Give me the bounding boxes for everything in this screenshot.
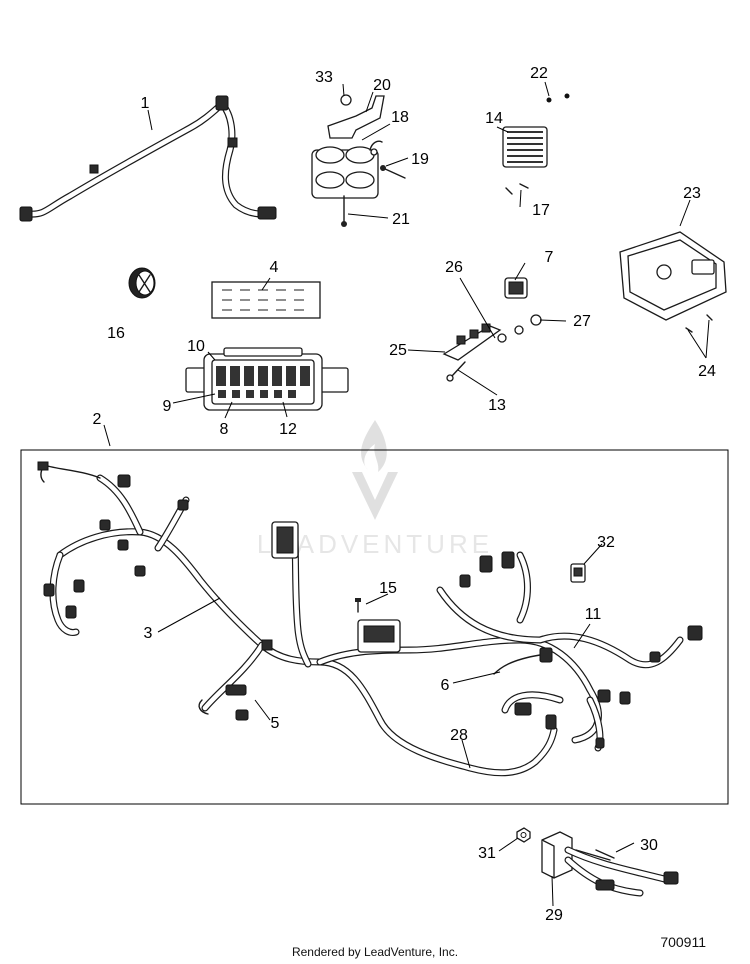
callout-6: 6 (441, 677, 450, 694)
footer-caption: Rendered by LeadVenture, Inc. (291, 945, 459, 959)
callout-24: 24 (698, 363, 716, 380)
callout-13: 13 (488, 397, 506, 414)
callout-11: 11 (585, 606, 602, 623)
callout-10: 10 (187, 338, 205, 355)
callout-12: 12 (279, 421, 297, 438)
callout-7: 7 (545, 249, 554, 266)
callout-19: 19 (411, 151, 429, 168)
callout-labels: 1 2 3 4 5 6 7 8 9 10 11 12 13 14 15 16 1… (93, 65, 716, 924)
callout-16: 16 (107, 325, 125, 342)
callout-27: 27 (573, 313, 591, 330)
callout-25: 25 (389, 342, 407, 359)
callout-33: 33 (315, 69, 333, 86)
part-15-screw (355, 598, 361, 613)
callout-5: 5 (271, 715, 280, 732)
part-3-main-harness (37, 461, 703, 777)
callout-28: 28 (450, 727, 468, 744)
callout-15: 15 (379, 580, 397, 597)
callout-17: 17 (532, 202, 550, 219)
callout-20: 20 (373, 77, 391, 94)
part-7-relay (504, 277, 528, 299)
callout-4: 4 (270, 259, 279, 276)
callout-32: 32 (597, 534, 615, 551)
callout-22: 22 (530, 65, 548, 82)
callout-2: 2 (93, 411, 102, 428)
leader-lines (103, 81, 710, 907)
callout-23: 23 (683, 185, 701, 202)
callout-1: 1 (141, 95, 150, 112)
part-16-grommet (128, 267, 156, 299)
diagram-number: 700911 (660, 934, 706, 950)
part-25-switch (442, 314, 542, 382)
callout-8: 8 (220, 421, 229, 438)
main-harness-frame (20, 449, 729, 805)
callout-26: 26 (445, 259, 463, 276)
part-32-connector (570, 563, 586, 583)
part-10-fuse-box (185, 347, 349, 411)
part-23-ecu (619, 231, 727, 333)
part-29-relay-harness (516, 827, 679, 897)
callout-3: 3 (144, 625, 153, 642)
callout-31: 31 (478, 845, 496, 862)
callout-29: 29 (545, 907, 563, 924)
callout-14: 14 (485, 110, 503, 127)
callout-18: 18 (391, 109, 409, 126)
part-1-harness (19, 95, 277, 222)
callout-30: 30 (640, 837, 658, 854)
part-18-relay-block (311, 94, 406, 227)
callout-9: 9 (163, 398, 172, 415)
part-4-decal (211, 281, 321, 319)
part-14-regulator (502, 93, 570, 195)
callout-21: 21 (392, 211, 410, 228)
